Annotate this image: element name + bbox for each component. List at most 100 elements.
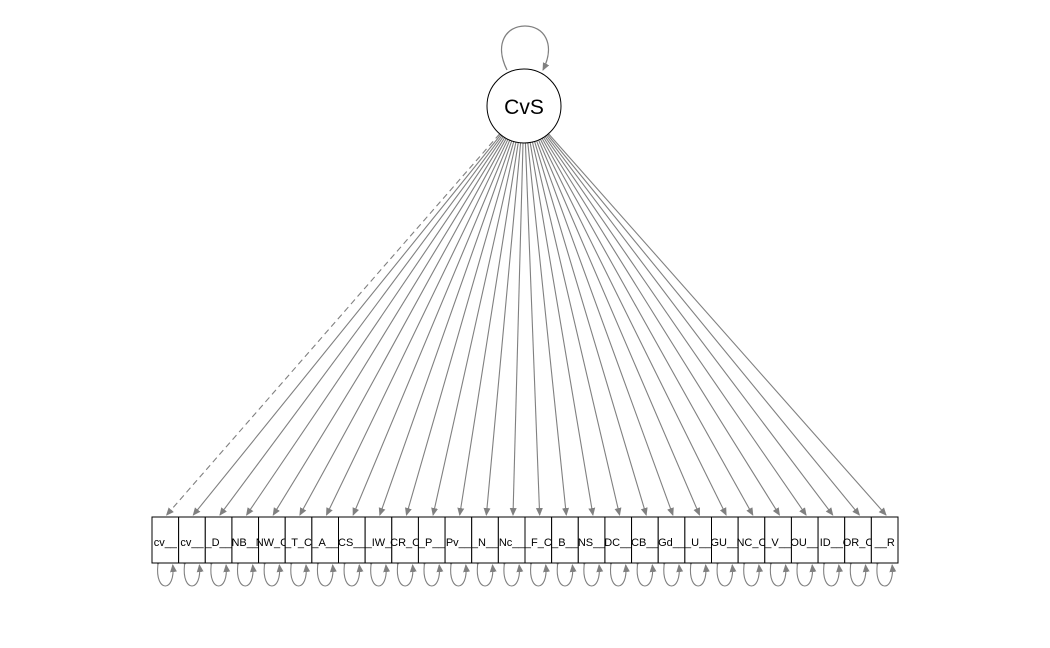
indicator-box xyxy=(764,516,792,564)
loading-arrow xyxy=(538,139,701,516)
residual-loop xyxy=(341,557,364,587)
factor-loadings xyxy=(165,133,887,516)
indicator-node[interactable]: _D__ xyxy=(204,516,233,564)
residual-loop xyxy=(714,557,737,587)
indicator-node[interactable]: Pv__ xyxy=(444,516,473,564)
loading-arrow xyxy=(536,140,674,516)
loading-arrow xyxy=(527,142,570,516)
loading-arrow xyxy=(543,137,780,516)
latent-label: CvS xyxy=(504,96,544,119)
loading-arrow xyxy=(539,138,727,516)
indicator-label: OR_C xyxy=(843,537,874,549)
indicator-node[interactable]: NS__ xyxy=(577,516,606,564)
indicator-node[interactable]: OU__ xyxy=(790,516,820,564)
indicator-node[interactable]: CS__ xyxy=(338,516,366,564)
residual-loop xyxy=(847,557,870,587)
loading-arrow xyxy=(545,135,834,516)
residual-loop xyxy=(767,557,790,587)
residual-loop xyxy=(394,557,417,587)
indicator-label: Gd__ xyxy=(658,537,686,549)
residual-loop xyxy=(554,557,577,587)
indicator-node[interactable]: _T_C xyxy=(284,516,313,564)
residual-loop xyxy=(421,557,444,587)
residual-loop xyxy=(448,557,471,587)
indicator-node[interactable]: _A__ xyxy=(311,516,339,564)
indicator-label: NW_C xyxy=(256,537,288,549)
indicator-node[interactable]: _N__ xyxy=(471,516,499,564)
indicator-box xyxy=(417,516,446,564)
residual-loop xyxy=(314,557,337,587)
residual-loop xyxy=(181,557,204,587)
indicator-node[interactable]: _F_C xyxy=(524,516,553,564)
indicator-box xyxy=(444,516,473,564)
indicator-label: CR_C xyxy=(390,537,420,549)
indicator-label: DC__ xyxy=(604,537,633,549)
indicator-nodes: cv__cv___D__NB__NW_C_T_C_A__CS___IW_CR_C… xyxy=(151,516,899,564)
indicator-node[interactable]: _V__ xyxy=(764,516,792,564)
indicator-box xyxy=(338,516,366,564)
loading-arrow xyxy=(483,142,522,516)
loading-arrow-fixed xyxy=(165,133,501,516)
indicator-node[interactable]: DC__ xyxy=(604,516,633,564)
indicator-box xyxy=(870,516,899,564)
indicator-box xyxy=(311,516,339,564)
indicator-label: NB__ xyxy=(231,537,259,549)
loading-arrow xyxy=(529,142,596,516)
latent-node[interactable]: CvS xyxy=(486,25,562,144)
loading-arrow xyxy=(457,142,519,516)
indicator-node[interactable]: CR_C xyxy=(390,516,420,564)
residual-loop xyxy=(368,557,391,587)
indicator-box xyxy=(471,516,499,564)
loading-arrow xyxy=(431,142,517,516)
loading-arrow xyxy=(192,134,502,516)
residual-loop xyxy=(235,557,257,587)
loading-arrow xyxy=(405,141,515,516)
indicator-label: GU__ xyxy=(710,537,740,549)
indicator-node[interactable]: NC_C xyxy=(736,516,766,564)
indicator-node[interactable]: __R xyxy=(870,516,899,564)
loading-arrow xyxy=(246,136,504,516)
residual-loop xyxy=(501,557,524,587)
indicator-node[interactable]: cv__ xyxy=(178,516,206,564)
indicator-label: Nc__ xyxy=(499,537,526,549)
indicator-label: NS__ xyxy=(578,537,606,549)
indicator-node[interactable]: CB__ xyxy=(631,516,660,564)
indicator-node[interactable]: Nc__ xyxy=(497,516,526,564)
residual-variances xyxy=(155,557,897,587)
indicator-node[interactable]: ID__ xyxy=(817,516,846,564)
indicator-label: Pv__ xyxy=(446,537,472,549)
indicator-node[interactable]: OR_C xyxy=(843,516,874,564)
indicator-node[interactable]: _U__ xyxy=(684,516,712,564)
residual-loop xyxy=(794,557,817,587)
indicator-box xyxy=(711,516,739,564)
loading-arrow xyxy=(299,138,507,516)
indicator-box xyxy=(604,516,633,564)
indicator-box xyxy=(631,516,659,564)
indicator-box xyxy=(524,516,553,564)
loading-arrow xyxy=(531,141,622,516)
indicator-box xyxy=(551,516,579,564)
indicator-box xyxy=(497,516,526,564)
loading-arrow xyxy=(534,141,648,516)
indicator-label: _P__ xyxy=(418,537,446,549)
loading-arrow xyxy=(326,139,509,516)
loading-arrow xyxy=(219,135,503,516)
indicator-label: _A__ xyxy=(311,537,339,549)
indicator-node[interactable]: _P__ xyxy=(417,516,446,564)
indicator-node[interactable]: _IW_ xyxy=(364,516,393,564)
indicator-label: ID__ xyxy=(820,537,844,549)
indicator-node[interactable]: GU__ xyxy=(710,516,740,564)
loading-arrow xyxy=(544,136,807,516)
indicator-node[interactable]: NW_C xyxy=(256,516,288,564)
residual-loop xyxy=(261,557,284,587)
indicator-label: NC_C xyxy=(736,537,766,549)
indicator-node[interactable]: Gd__ xyxy=(657,516,686,564)
indicator-box xyxy=(364,516,393,564)
indicator-label: CS__ xyxy=(338,537,366,549)
latent-variance-loop xyxy=(501,25,550,71)
residual-loop xyxy=(661,557,684,587)
indicator-node[interactable]: _B__ xyxy=(551,516,579,564)
residual-loop xyxy=(741,557,764,587)
indicator-node[interactable]: cv__ xyxy=(151,516,180,564)
